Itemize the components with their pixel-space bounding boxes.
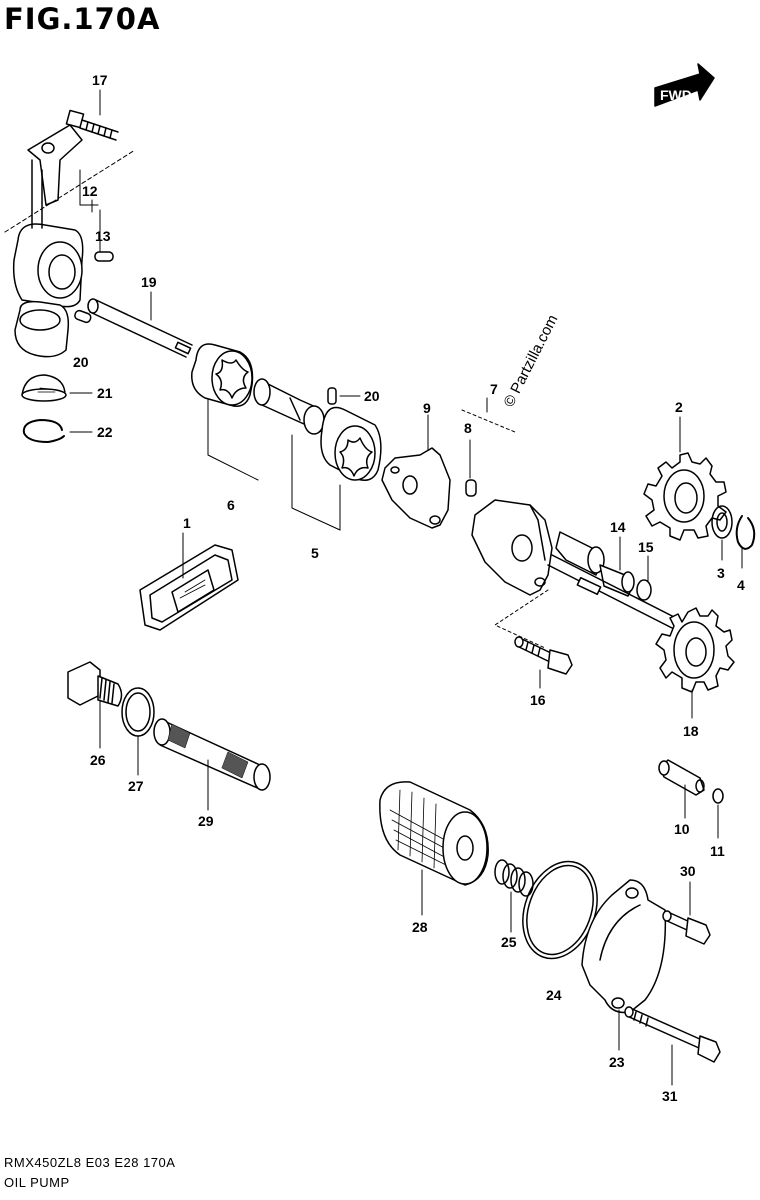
part-17-bolt[interactable]	[65, 109, 119, 141]
callout-31: 31	[662, 1088, 678, 1104]
part-9-pump-plate[interactable]	[381, 447, 451, 529]
part-3-washer[interactable]	[711, 505, 733, 539]
part-1-gasket[interactable]	[139, 544, 239, 631]
part-4-circlip[interactable]	[735, 515, 756, 550]
callout-23: 23	[609, 1054, 625, 1070]
part-12-pump-case[interactable]	[12, 124, 84, 358]
callout-27: 27	[128, 778, 144, 794]
part-21-strainer-cap[interactable]	[21, 374, 67, 402]
part-20-pin-left[interactable]	[74, 309, 92, 324]
part-19-pump-shaft[interactable]	[87, 298, 193, 358]
callout-14: 14	[610, 519, 626, 535]
callout-4: 4	[737, 577, 745, 593]
callout-2: 2	[675, 399, 683, 415]
forward-arrow-icon: FWD	[654, 63, 715, 107]
part-23-filter-cover[interactable]	[581, 879, 667, 1014]
part-29-oil-strainer[interactable]	[153, 718, 271, 791]
footer-model-line: RMX450ZL8 E03 E28 170A	[4, 1155, 176, 1170]
callout-15: 15	[638, 539, 654, 555]
callout-3: 3	[717, 565, 725, 581]
callout-11: 11	[710, 843, 725, 859]
part-2-drive-gear[interactable]	[643, 452, 727, 541]
callout-10: 10	[674, 821, 690, 837]
part-30-bolt[interactable]	[662, 910, 711, 945]
part-14-gear-shaft[interactable]	[547, 531, 681, 631]
part-25-spring[interactable]	[494, 859, 534, 897]
callout-8: 8	[464, 420, 472, 436]
part-26-drain-plug[interactable]	[67, 661, 123, 707]
part-13-dowel-pin[interactable]	[94, 251, 114, 262]
watermark-text: © Partzilla.com	[500, 312, 561, 410]
callout-25: 25	[501, 934, 517, 950]
part-16-bolt[interactable]	[514, 636, 573, 675]
callout-18: 18	[683, 723, 699, 739]
part-15-o-ring[interactable]	[636, 579, 652, 601]
fwd-label: FWD	[660, 87, 692, 103]
callout-22: 22	[97, 424, 113, 440]
callout-17: 17	[92, 72, 108, 88]
callout-16: 16	[530, 692, 546, 708]
part-6-outer-rotor[interactable]	[191, 343, 254, 407]
footer-section-name: OIL PUMP	[4, 1175, 70, 1190]
part-11-o-ring[interactable]	[712, 788, 724, 804]
callout-7: 7	[490, 381, 498, 397]
callout-21: 21	[97, 385, 113, 401]
callout-6: 6	[227, 497, 235, 513]
callout-9: 9	[423, 400, 431, 416]
callout-5: 5	[311, 545, 319, 561]
callout-1: 1	[183, 515, 191, 531]
part-31-bolt[interactable]	[624, 1006, 721, 1063]
part-18-driven-gear[interactable]	[655, 607, 735, 693]
callout-30: 30	[680, 863, 696, 879]
callout-24: 24	[546, 987, 562, 1003]
callout-26: 26	[90, 752, 106, 768]
callout-28: 29	[198, 813, 214, 829]
part-27-o-ring[interactable]	[121, 687, 155, 737]
callout-13: 13	[95, 228, 111, 244]
callout-28-filter: 28	[412, 919, 428, 935]
part-10-oil-jet[interactable]	[658, 759, 705, 796]
figure-title: FIG.170A	[4, 2, 161, 36]
callout-12: 12	[82, 183, 98, 199]
callout-20-right: 20	[364, 388, 380, 404]
part-20-pin-right[interactable]	[327, 387, 337, 405]
part-22-circlip[interactable]	[22, 419, 65, 443]
part-5-inner-rotor[interactable]	[253, 378, 382, 481]
part-8-dowel-pin[interactable]	[465, 479, 477, 497]
part-7-pump-body[interactable]	[471, 499, 553, 596]
part-28-oil-filter[interactable]	[379, 781, 489, 886]
callout-20-left: 20	[73, 354, 89, 370]
callout-19: 19	[141, 274, 157, 290]
